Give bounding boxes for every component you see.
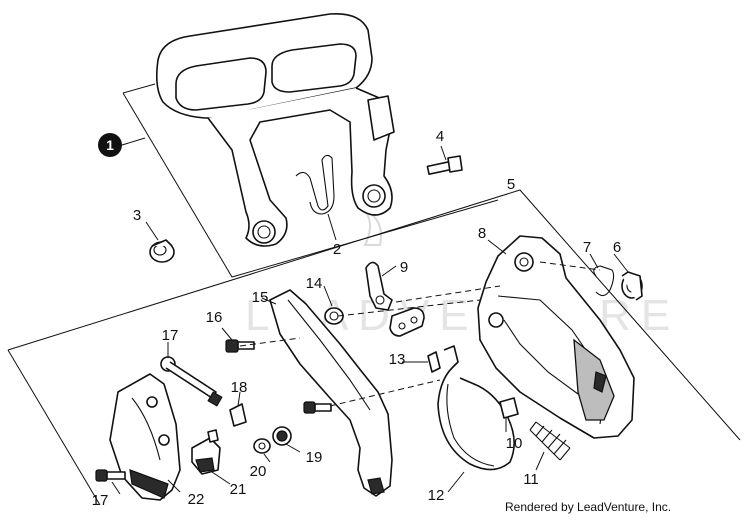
- hand-guard: [156, 13, 395, 247]
- callout-21: 21: [230, 481, 247, 498]
- callout-5: 5: [507, 176, 515, 193]
- assembly-frame-lower: [7, 189, 741, 441]
- callout-22: 22: [188, 491, 205, 508]
- callout-3: 3: [133, 207, 141, 224]
- callout-7: 7: [583, 239, 591, 256]
- callout-10: 10: [506, 435, 523, 452]
- callout-12: 12: [428, 487, 445, 504]
- callout-16: 16: [206, 309, 223, 326]
- callout-18: 18: [231, 379, 248, 396]
- brake-lever: [269, 289, 393, 497]
- spring: [295, 154, 335, 215]
- callout-2: 2: [333, 241, 341, 258]
- callout-19: 19: [306, 449, 323, 466]
- link-plate: [365, 261, 425, 337]
- pin: [427, 351, 441, 373]
- callout-9: 9: [400, 259, 408, 276]
- callout-15: 15: [252, 289, 269, 306]
- callout-14: 14: [306, 275, 323, 292]
- assembly-lines: [239, 261, 601, 407]
- callout-17-bottom: 17: [92, 492, 109, 509]
- assembly-frame-left: [7, 349, 101, 506]
- washer-20: [253, 438, 271, 454]
- side-cover: [109, 373, 181, 501]
- washer: [324, 307, 344, 325]
- bolt-17a: [160, 356, 223, 407]
- assembly-frame-top: [122, 83, 156, 94]
- callout-4: 4: [436, 128, 444, 145]
- block: [499, 397, 519, 419]
- sprocket-cover: [477, 235, 635, 439]
- coil-spring: [529, 421, 571, 461]
- adjuster: [229, 403, 247, 427]
- callout-11: 11: [523, 471, 539, 488]
- callout-labels: 2 3 4 5 6 7 8 9 10 11 12 13 14 15 16 17 …: [92, 128, 622, 509]
- gear: [272, 426, 292, 446]
- callout-6: 6: [613, 239, 621, 256]
- bolt-17b: [95, 469, 126, 482]
- assembly-callout-number: 1: [106, 137, 114, 153]
- screw-16: [225, 339, 255, 353]
- credit-text: Rendered by LeadVenture, Inc.: [505, 500, 672, 514]
- callout-8: 8: [478, 225, 486, 242]
- assembly-frame-upper: [122, 92, 499, 278]
- callout-17-top: 17: [162, 327, 179, 344]
- leader-lines: [111, 145, 629, 495]
- bushing: [149, 239, 175, 263]
- tensioner: [191, 429, 221, 475]
- assembly-callout: 1: [98, 133, 146, 157]
- screw-4: [426, 155, 463, 175]
- callout-13: 13: [389, 351, 406, 368]
- nut: [621, 271, 643, 301]
- screw-16b: [303, 401, 332, 414]
- callout-20: 20: [250, 463, 267, 480]
